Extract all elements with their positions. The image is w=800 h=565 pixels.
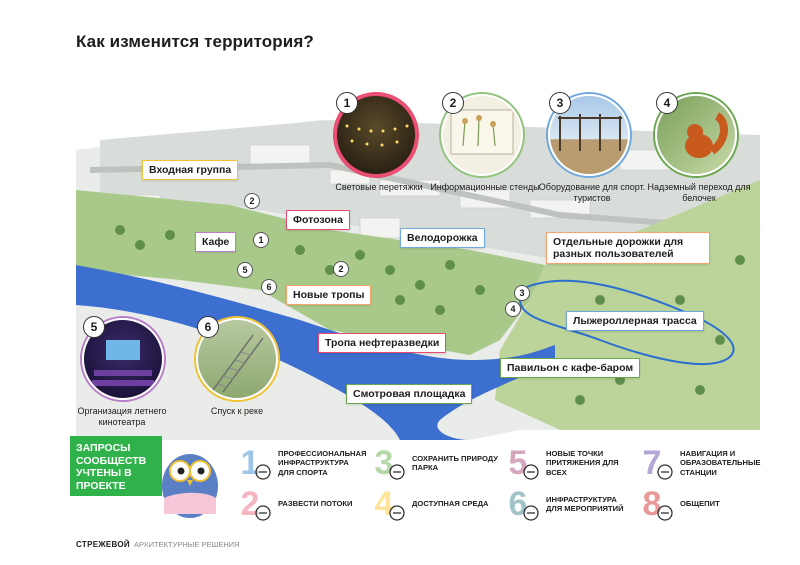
- page-title: Как изменится территория?: [76, 32, 314, 51]
- photo-caption: Оборудование для спорт. туристов: [538, 182, 646, 203]
- label-pavilion: Павильон с кафе-баром: [500, 358, 641, 378]
- request-text: Сохранить природу парка: [412, 453, 498, 473]
- label-photozone: Фотозона: [286, 210, 350, 230]
- request-icon: [656, 504, 674, 522]
- photo-summer-cinema: [82, 318, 164, 400]
- label-bikepath: Велодорожка: [400, 228, 485, 248]
- request-icon: [522, 504, 540, 522]
- label-separate-paths: Отдельные дорожки для разных пользовател…: [546, 232, 710, 264]
- photo-number: 2: [442, 92, 464, 114]
- request-item: 4 Доступная среда: [372, 486, 500, 522]
- photo-caption: Информационные стенды: [430, 182, 540, 192]
- request-icon: [388, 504, 406, 522]
- request-item: 6 Инфраструктура для мероприятий: [506, 486, 634, 522]
- map-marker: 6: [261, 279, 277, 295]
- request-text: Навигация и образовательные станции: [680, 448, 761, 477]
- request-item: 7 Навигация и образовательные станции: [640, 445, 768, 481]
- request-number: 5: [508, 444, 528, 482]
- request-item: 5 Новые точки притяжения для всех: [506, 445, 634, 481]
- label-cafe: Кафе: [195, 232, 237, 252]
- request-number: 4: [374, 485, 394, 523]
- photo-number: 6: [197, 316, 219, 338]
- photo-river-descent: [196, 318, 278, 400]
- photo-number: 5: [83, 316, 105, 338]
- map-marker: 2: [244, 193, 260, 209]
- photo-number: 4: [656, 92, 678, 114]
- label-entrance: Входная группа: [142, 160, 239, 180]
- photo-caption: Надземный переход для белочек: [647, 182, 751, 203]
- request-number: 2: [240, 485, 260, 523]
- request-text: Общепит: [680, 499, 720, 509]
- request-number: 7: [642, 444, 662, 482]
- request-icon: [522, 463, 540, 481]
- request-icon: [388, 463, 406, 481]
- photo-caption: Организация летнего кинотеатра: [77, 406, 167, 427]
- request-icon: [656, 463, 674, 481]
- label-oil-trail: Тропа нефтеразведки: [318, 333, 447, 353]
- request-item: 3 Сохранить природу парка: [372, 445, 500, 481]
- label-rollerski: Лыжероллерная трасса: [566, 311, 704, 331]
- request-item: 1 Профессиональная инфраструктура для спо…: [238, 444, 367, 482]
- photo-caption: Спуск к реке: [210, 406, 264, 416]
- request-text: Доступная среда: [412, 499, 489, 509]
- request-item: 8 Общепит: [640, 486, 768, 522]
- footer-subtitle: АРХИТЕКТУРНЫЕ РЕШЕНИЯ: [133, 540, 240, 549]
- request-icon: [254, 463, 272, 481]
- photo-number: 1: [336, 92, 358, 114]
- request-text: Профессиональная инфраструктура для спор…: [278, 448, 367, 477]
- map-marker: 1: [253, 232, 269, 248]
- photo-info-boards: [441, 94, 523, 176]
- map-marker: 5: [237, 262, 253, 278]
- community-banner: ЗАПРОСЫ СООБЩЕСТВ УЧТЕНЫ В ПРОЕКТЕ: [70, 436, 162, 496]
- request-text: Новые точки притяжения для всех: [546, 448, 619, 477]
- photo-caption: Световые перетяжки: [335, 182, 423, 192]
- request-icon: [254, 504, 272, 522]
- label-new-trails: Новые тропы: [286, 285, 372, 305]
- request-number: 8: [642, 485, 662, 523]
- map-marker: 3: [514, 285, 530, 301]
- owl-mascot-icon: [162, 454, 218, 518]
- request-number: 3: [374, 444, 394, 482]
- map-marker: 2: [333, 261, 349, 277]
- request-number: 1: [240, 444, 260, 482]
- request-text: Развести потоки: [278, 499, 353, 509]
- photo-number: 3: [549, 92, 571, 114]
- request-item: 2 Развести потоки: [238, 486, 366, 522]
- map-marker: 4: [505, 301, 521, 317]
- label-viewpoint: Смотровая площадка: [346, 384, 473, 404]
- request-text: Инфраструктура для мероприятий: [546, 494, 624, 514]
- request-number: 6: [508, 485, 528, 523]
- footer-brand: СТРЕЖЕВОЙ: [76, 540, 130, 549]
